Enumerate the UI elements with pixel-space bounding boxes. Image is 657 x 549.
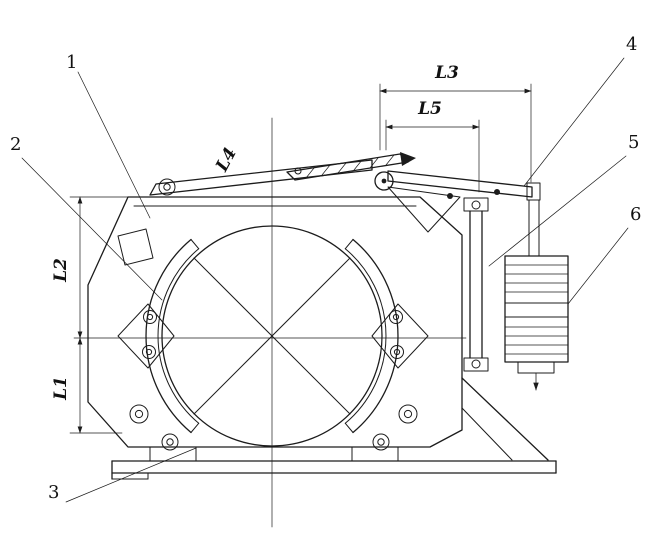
- leader-lines: [21, 57, 629, 503]
- part-label-5: 5: [628, 132, 639, 153]
- dimension-label-l4: L4: [212, 144, 241, 175]
- dimensions: L3 L5 L2 L1 L4: [51, 63, 532, 434]
- part-labels: 1 2 3 4 5 6: [10, 34, 641, 503]
- dimension-label-l2: L2: [51, 258, 71, 283]
- thruster-fins: [504, 264, 569, 355]
- brake-drum: [161, 225, 383, 447]
- centerlines: [73, 117, 467, 528]
- brake-shoes: [117, 238, 429, 434]
- dimension-label-l3: L3: [434, 63, 459, 83]
- part-label-2: 2: [10, 134, 21, 155]
- rod-hatching: [305, 154, 395, 179]
- brake-housing: [87, 196, 463, 451]
- thruster: [504, 199, 569, 391]
- base-plate: [111, 377, 557, 480]
- part-label-4: 4: [626, 34, 637, 55]
- dimension-label-l1: L1: [51, 376, 71, 401]
- part-label-1: 1: [66, 52, 77, 73]
- dimension-label-l5: L5: [417, 99, 442, 119]
- part-label-6: 6: [630, 204, 641, 225]
- pull-rod: [463, 197, 489, 372]
- lever-assembly: [149, 152, 541, 233]
- part-label-3: 3: [48, 482, 59, 503]
